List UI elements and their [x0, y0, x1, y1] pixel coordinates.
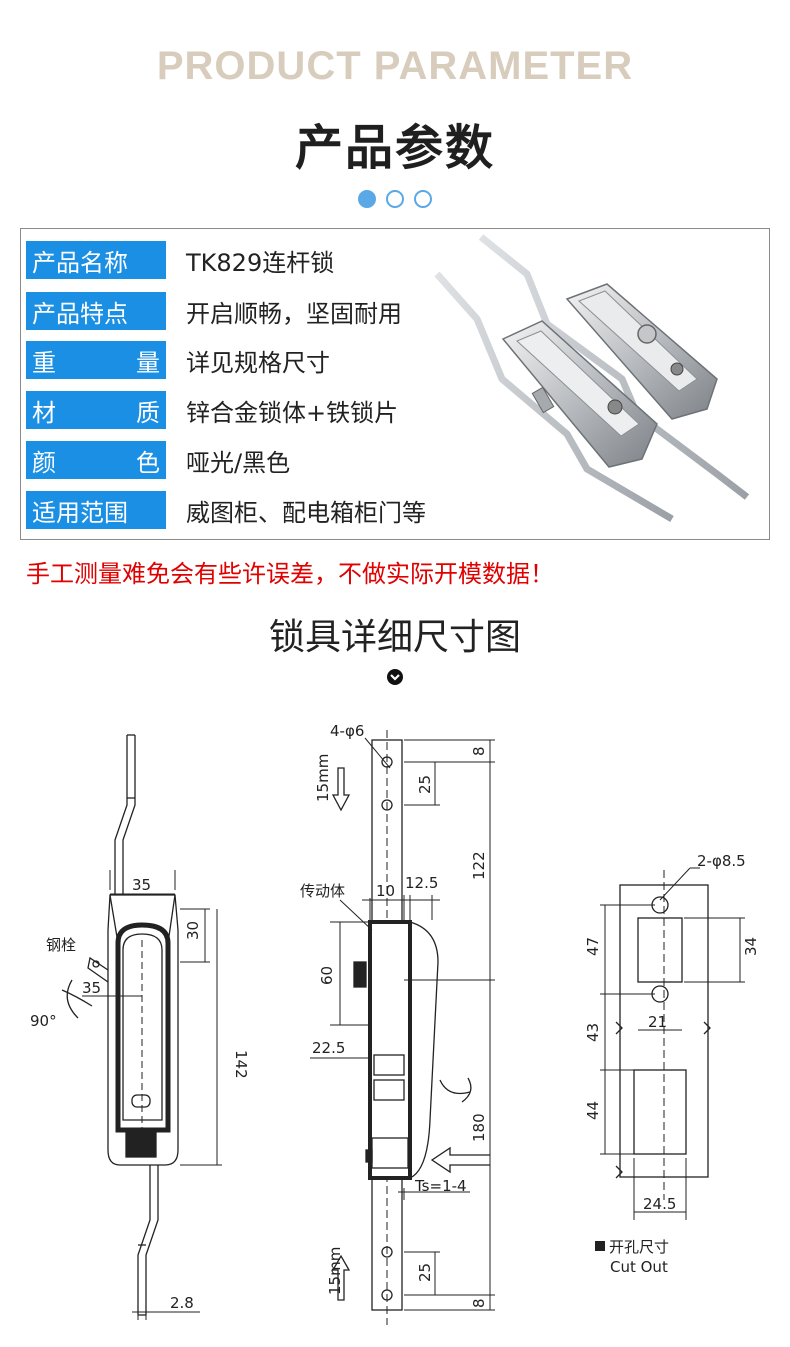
dim-label: 24.5: [643, 1195, 676, 1213]
chevron-down-icon[interactable]: [386, 668, 404, 686]
param-value: 哑光/黑色: [186, 448, 291, 477]
dim-label: 22.5: [312, 1039, 345, 1057]
param-label: 材 质: [26, 391, 166, 429]
param-row-feature: 产品特点 开启顺畅，坚固耐用: [26, 292, 402, 330]
dim-label: 34: [742, 937, 760, 956]
legend-en: Cut Out: [610, 1258, 668, 1276]
middle-view: [310, 730, 495, 1325]
param-row-color: 颜 色 哑光/黑色: [26, 441, 290, 479]
header-title-en: PRODUCT PARAMETER: [156, 44, 634, 88]
param-row-material: 材 质 锌合金锁体+铁锁片: [26, 391, 398, 429]
legend-cn: 开孔尺寸: [609, 1238, 669, 1256]
dim-label: 8: [470, 746, 488, 756]
dim-label: 142: [232, 1050, 250, 1079]
dim-label: 44: [584, 1101, 602, 1120]
param-label: 颜 色: [26, 441, 166, 479]
dim-label: 180: [470, 1113, 488, 1142]
warning-text: 手工测量难免会有些许误差，不做实际开模数据！: [26, 560, 554, 588]
dim-label: 122: [470, 851, 488, 880]
param-label: 产品特点: [26, 292, 166, 330]
dim-label: 21: [648, 1013, 667, 1031]
rotation-label: 90°: [30, 1012, 57, 1030]
carousel-dot-1[interactable]: [358, 190, 376, 208]
dim-label: 10: [376, 882, 395, 900]
param-label-char: 质: [136, 398, 160, 427]
section-title: 锁具详细尺寸图: [268, 617, 521, 658]
ts-label: Ts=1-4: [414, 1177, 467, 1195]
dim-label: 25: [416, 1263, 434, 1282]
dim-label: 35: [82, 979, 101, 997]
dimension-drawing: 35 30 142 35 钢栓 90° 2.8 4-φ6 8 25 15mm 1…: [30, 722, 760, 1325]
header-title-cn: 产品参数: [294, 120, 495, 176]
param-row-weight: 重 量 详见规格尺寸: [26, 341, 330, 379]
stroke-label: 15mm: [326, 1247, 344, 1295]
param-label-char: 重: [32, 348, 56, 377]
carousel-dot-2[interactable]: [386, 190, 404, 208]
param-value: 威图柜、配电箱柜门等: [186, 498, 426, 527]
param-label-char: 颜: [32, 448, 56, 477]
pin-label: 钢栓: [46, 936, 76, 954]
body-label: 传动体: [300, 882, 345, 900]
dim-label: 43: [584, 1023, 602, 1042]
product-image: [434, 234, 750, 523]
param-value: 详见规格尺寸: [186, 348, 330, 377]
param-label: 适用范围: [26, 491, 166, 529]
param-label-char: 材: [32, 398, 56, 427]
left-view: [61, 734, 222, 1320]
parameter-table: 产品名称 TK829连杆锁 产品特点 开启顺畅，坚固耐用 重 量 详见规格尺寸 …: [20, 228, 770, 540]
param-value: 锌合金锁体+铁锁片: [186, 398, 399, 427]
param-row-name: 产品名称 TK829连杆锁: [26, 241, 334, 279]
legend-square-icon: [595, 1241, 605, 1251]
param-label: 重 量: [26, 341, 166, 379]
dim-label: 12.5: [405, 874, 438, 892]
holes-label: 2-φ8.5: [697, 852, 746, 870]
carousel-dot-3[interactable]: [414, 190, 432, 208]
param-value: 开启顺畅，坚固耐用: [186, 299, 402, 328]
param-row-application: 适用范围 威图柜、配电箱柜门等: [26, 491, 426, 529]
dim-label: 47: [584, 937, 602, 956]
dim-label: 8: [470, 1298, 488, 1308]
param-value: TK829连杆锁: [186, 248, 335, 277]
stroke-label: 15mm: [314, 754, 332, 802]
dim-label: 25: [416, 775, 434, 794]
right-view: [600, 867, 745, 1220]
param-label-char: 量: [136, 348, 160, 377]
dim-label: 2.8: [170, 1294, 194, 1312]
param-label-char: 色: [136, 448, 160, 477]
holes-label: 4-φ6: [330, 722, 364, 740]
dim-label: 35: [132, 876, 151, 894]
dim-label: 30: [184, 921, 202, 940]
dim-label: 60: [318, 966, 336, 985]
param-label: 产品名称: [26, 241, 166, 279]
carousel-indicator: [0, 190, 790, 208]
